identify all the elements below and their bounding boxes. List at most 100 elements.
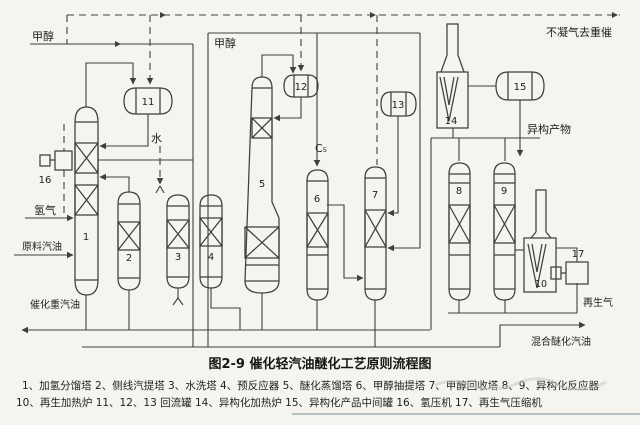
drum-11-reflux (123, 87, 173, 115)
pipe-col4-bottoms (210, 288, 241, 330)
packing-x (448, 204, 471, 244)
pipe-col2-overhead (99, 173, 130, 192)
column-9-isom-reactor (493, 162, 516, 301)
column-4-pre-reactor (199, 194, 223, 289)
packing-x (117, 221, 141, 251)
vessel-shell (74, 106, 99, 296)
equipment-shapes (39, 23, 589, 301)
arrow-icon (370, 12, 376, 18)
label-isomer-product: 异构产物 (527, 122, 571, 136)
label-water: 水 (151, 132, 162, 145)
label-regen-gas: 再生气 (583, 296, 613, 309)
column-6-methanol-extractor (306, 169, 329, 301)
pipe-col1-overhead (85, 62, 137, 107)
drum-shell (123, 87, 173, 115)
label-mixed-gasoline: 混合醚化汽油 (531, 335, 591, 348)
label-hydrogen: 氢气 (34, 203, 56, 217)
equip-num-12: 12 (295, 82, 308, 93)
water-spray-y (155, 185, 165, 194)
column-5-etherification-tower (244, 76, 280, 294)
equip-num-16: 16 (39, 175, 52, 186)
column-1-hydro-fractionator (74, 106, 99, 296)
vessel-shell (493, 162, 516, 301)
pipe-drum11-reflux (99, 114, 149, 150)
furnace-stack (530, 189, 552, 239)
legend-line-2: 10、再生加热炉 11、12、13 回流罐 14、异构化加热炉 15、异构化产品… (16, 396, 542, 409)
pipe-mixed-gasoline-product (499, 321, 586, 347)
vessel-shell (199, 194, 223, 289)
pipe-col5-overhead (261, 54, 297, 77)
drum-13-reflux (380, 91, 417, 117)
packing-x (306, 212, 329, 248)
equip-num-11: 11 (142, 97, 155, 108)
pipe-drum13-reflux (387, 116, 399, 217)
furnace-box (523, 237, 557, 293)
packing-x (166, 219, 190, 249)
piping (14, 12, 620, 348)
packing-x (244, 226, 280, 259)
equipment-numbers: 1 2 3 4 5 6 7 8 9 10 11 12 13 14 15 16 1… (39, 82, 585, 290)
furnace-10-regen-heater (523, 189, 557, 293)
label-heavy-gasoline: 催化重汽油 (30, 298, 80, 311)
packing-x (74, 142, 99, 174)
packing-x (74, 184, 99, 216)
stream-labels: 甲醇 甲醇 水 C₅ 氢气 原料汽油 催化重汽油 不凝气去重催 异构产物 再生气… (22, 25, 613, 348)
drum-shell (380, 91, 417, 117)
furnace-box (436, 71, 469, 129)
equip-num-1: 1 (83, 232, 89, 243)
arrow-icon (160, 12, 166, 18)
equip-num-3: 3 (175, 252, 181, 263)
compressor-17-regen-gas (550, 261, 589, 285)
equip-num-17: 17 (572, 249, 585, 260)
label-methanol-mid: 甲醇 (214, 36, 236, 50)
arrow-icon (115, 41, 121, 47)
pipe-col6-to-col7 (327, 204, 364, 282)
vessel-shell (364, 166, 387, 301)
drum-shell (283, 74, 319, 98)
equip-num-7: 7 (372, 190, 378, 201)
packing-x (251, 117, 273, 139)
label-c5: C₅ (315, 142, 327, 155)
vessel-shell (306, 169, 329, 301)
equip-num-9: 9 (501, 186, 507, 197)
drum-15-isom-product-tank (495, 71, 545, 101)
column-8-isom-reactor (448, 162, 471, 301)
equip-num-6: 6 (314, 194, 320, 205)
equip-num-14: 14 (445, 116, 458, 127)
packing-x (199, 217, 223, 247)
pipe-drum12-reflux (273, 97, 302, 122)
furnace-coil (527, 243, 547, 289)
column-7-methanol-recovery (364, 166, 387, 301)
equip-num-8: 8 (456, 186, 462, 197)
vessel-shell (244, 76, 280, 294)
packing-x (493, 204, 516, 244)
label-methanol-left: 甲醇 (32, 29, 54, 43)
equip-num-15: 15 (514, 82, 527, 93)
packing-x (364, 209, 387, 248)
watermark-squiggle (434, 377, 607, 391)
label-feed-gasoline: 原料汽油 (22, 240, 62, 253)
compressor-body (565, 261, 589, 285)
column-2-side-stripper (117, 191, 141, 291)
label-noncondensable: 不凝气去重催 (546, 25, 612, 39)
vessel-shell (448, 162, 471, 301)
arrow-icon (612, 12, 618, 18)
drum-shell (495, 71, 545, 101)
equip-num-10: 10 (535, 279, 547, 290)
furnace-14-isom-heater (436, 23, 469, 129)
compressor-body (54, 150, 73, 171)
vessel-shell (117, 191, 141, 291)
figure-caption: 图2-9 催化轻汽油醚化工艺原则流程图 (208, 356, 431, 372)
drum-12-reflux (283, 74, 319, 98)
pipe-col3-drain-y (172, 288, 184, 306)
compressor-16-hydrogen (39, 150, 73, 171)
compressor-motor (39, 154, 51, 167)
pipe-feed-column7 (387, 33, 421, 252)
equip-num-4: 4 (208, 252, 214, 263)
caption-block: 图2-9 催化轻汽油醚化工艺原则流程图 1、加氢分馏塔 2、侧线汽提塔 3、水洗… (16, 356, 599, 409)
pipe-furnace10-outlet (556, 247, 578, 262)
column-3-water-wash (166, 194, 190, 289)
equip-num-13: 13 (392, 100, 405, 111)
